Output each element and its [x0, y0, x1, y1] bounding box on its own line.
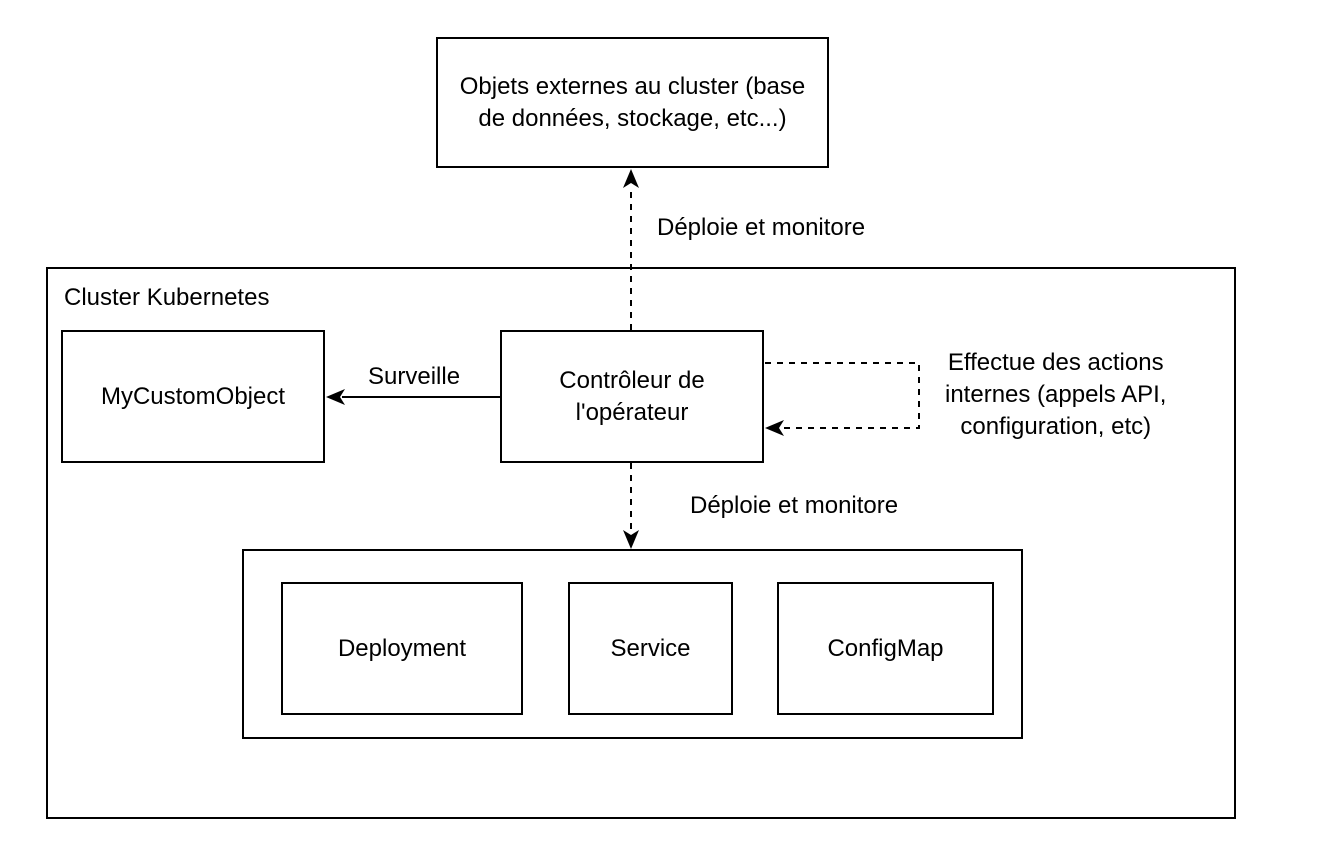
custom-object-label: MyCustomObject — [100, 382, 286, 410]
operator-controller-label: Contrôleur de l'opérateur — [559, 366, 705, 426]
deploy-external-arrowhead — [623, 169, 639, 188]
deploy-internal-arrowhead — [623, 530, 639, 549]
deploy-external-label: Déploie et monitore — [657, 214, 866, 241]
configmap-label: ConfigMap — [827, 634, 944, 662]
external-objects-label: Objets externes au cluster (base de donn… — [459, 72, 806, 132]
deployment-label: Deployment — [337, 634, 467, 662]
operator-controller-box: Contrôleur de l'opérateur — [500, 330, 764, 463]
cluster-title: Cluster Kubernetes — [64, 284, 270, 311]
watch-label: Surveille — [368, 363, 461, 390]
watch-arrowhead — [326, 389, 345, 405]
deploy-internal-label: Déploie et monitore — [690, 492, 899, 519]
custom-object-box: MyCustomObject — [61, 330, 325, 463]
service-label: Service — [610, 634, 691, 662]
deployment-box: Deployment — [281, 582, 523, 715]
internal-actions-label: Effectue des actions internes (appels AP… — [945, 349, 1167, 440]
internal-actions-arrowhead — [765, 420, 784, 436]
kubernetes-cluster-container — [46, 267, 1236, 819]
configmap-box: ConfigMap — [777, 582, 994, 715]
service-box: Service — [568, 582, 733, 715]
external-objects-box: Objets externes au cluster (base de donn… — [436, 37, 829, 168]
internal-actions-edge — [765, 362, 920, 429]
